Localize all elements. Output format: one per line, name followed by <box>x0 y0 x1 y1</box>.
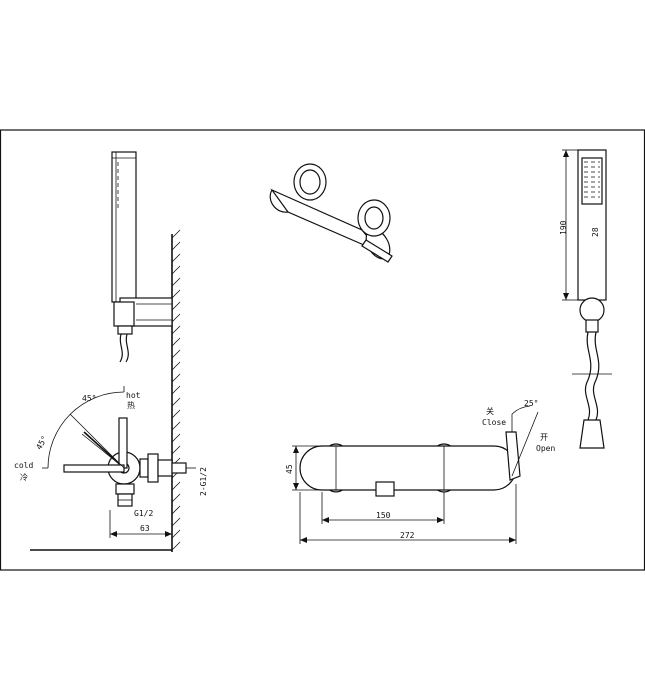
label-dim-28: 28 <box>591 227 600 237</box>
label-hot-cn: 热 <box>127 400 135 410</box>
label-dim-190: 190 <box>559 220 568 235</box>
label-cold-cn: 冷 <box>20 472 28 482</box>
label-angle-upper: 45° <box>82 394 96 403</box>
label-thread-wall: 2-G1/2 <box>199 467 208 496</box>
label-angle-25: 25° <box>524 399 538 408</box>
label-close: Close <box>482 418 506 427</box>
hand-shower-side <box>111 151 173 363</box>
label-dim-45: 45 <box>285 464 294 474</box>
label-hot: hot <box>126 391 141 400</box>
dim-63 <box>109 510 172 538</box>
label-open: Open <box>536 444 555 453</box>
front-view <box>292 405 539 544</box>
spray-nozzles <box>584 161 600 198</box>
label-angle-lower: 45° <box>34 434 49 451</box>
label-close-cn: 关 <box>486 406 494 416</box>
label-dim-272: 272 <box>400 531 415 540</box>
label-open-cn: 开 <box>540 433 548 442</box>
mixer-body-side <box>42 386 187 507</box>
side-view <box>30 151 196 552</box>
label-thread-bottom: G1/2 <box>134 509 153 518</box>
isometric-view <box>269 163 393 263</box>
label-dim-63: 63 <box>140 524 150 533</box>
drawing-frame <box>0 129 645 571</box>
label-cold: cold <box>14 461 33 470</box>
hand-shower-front <box>562 149 612 449</box>
wall-hatching <box>171 229 181 551</box>
label-dim-150: 150 <box>376 511 391 520</box>
